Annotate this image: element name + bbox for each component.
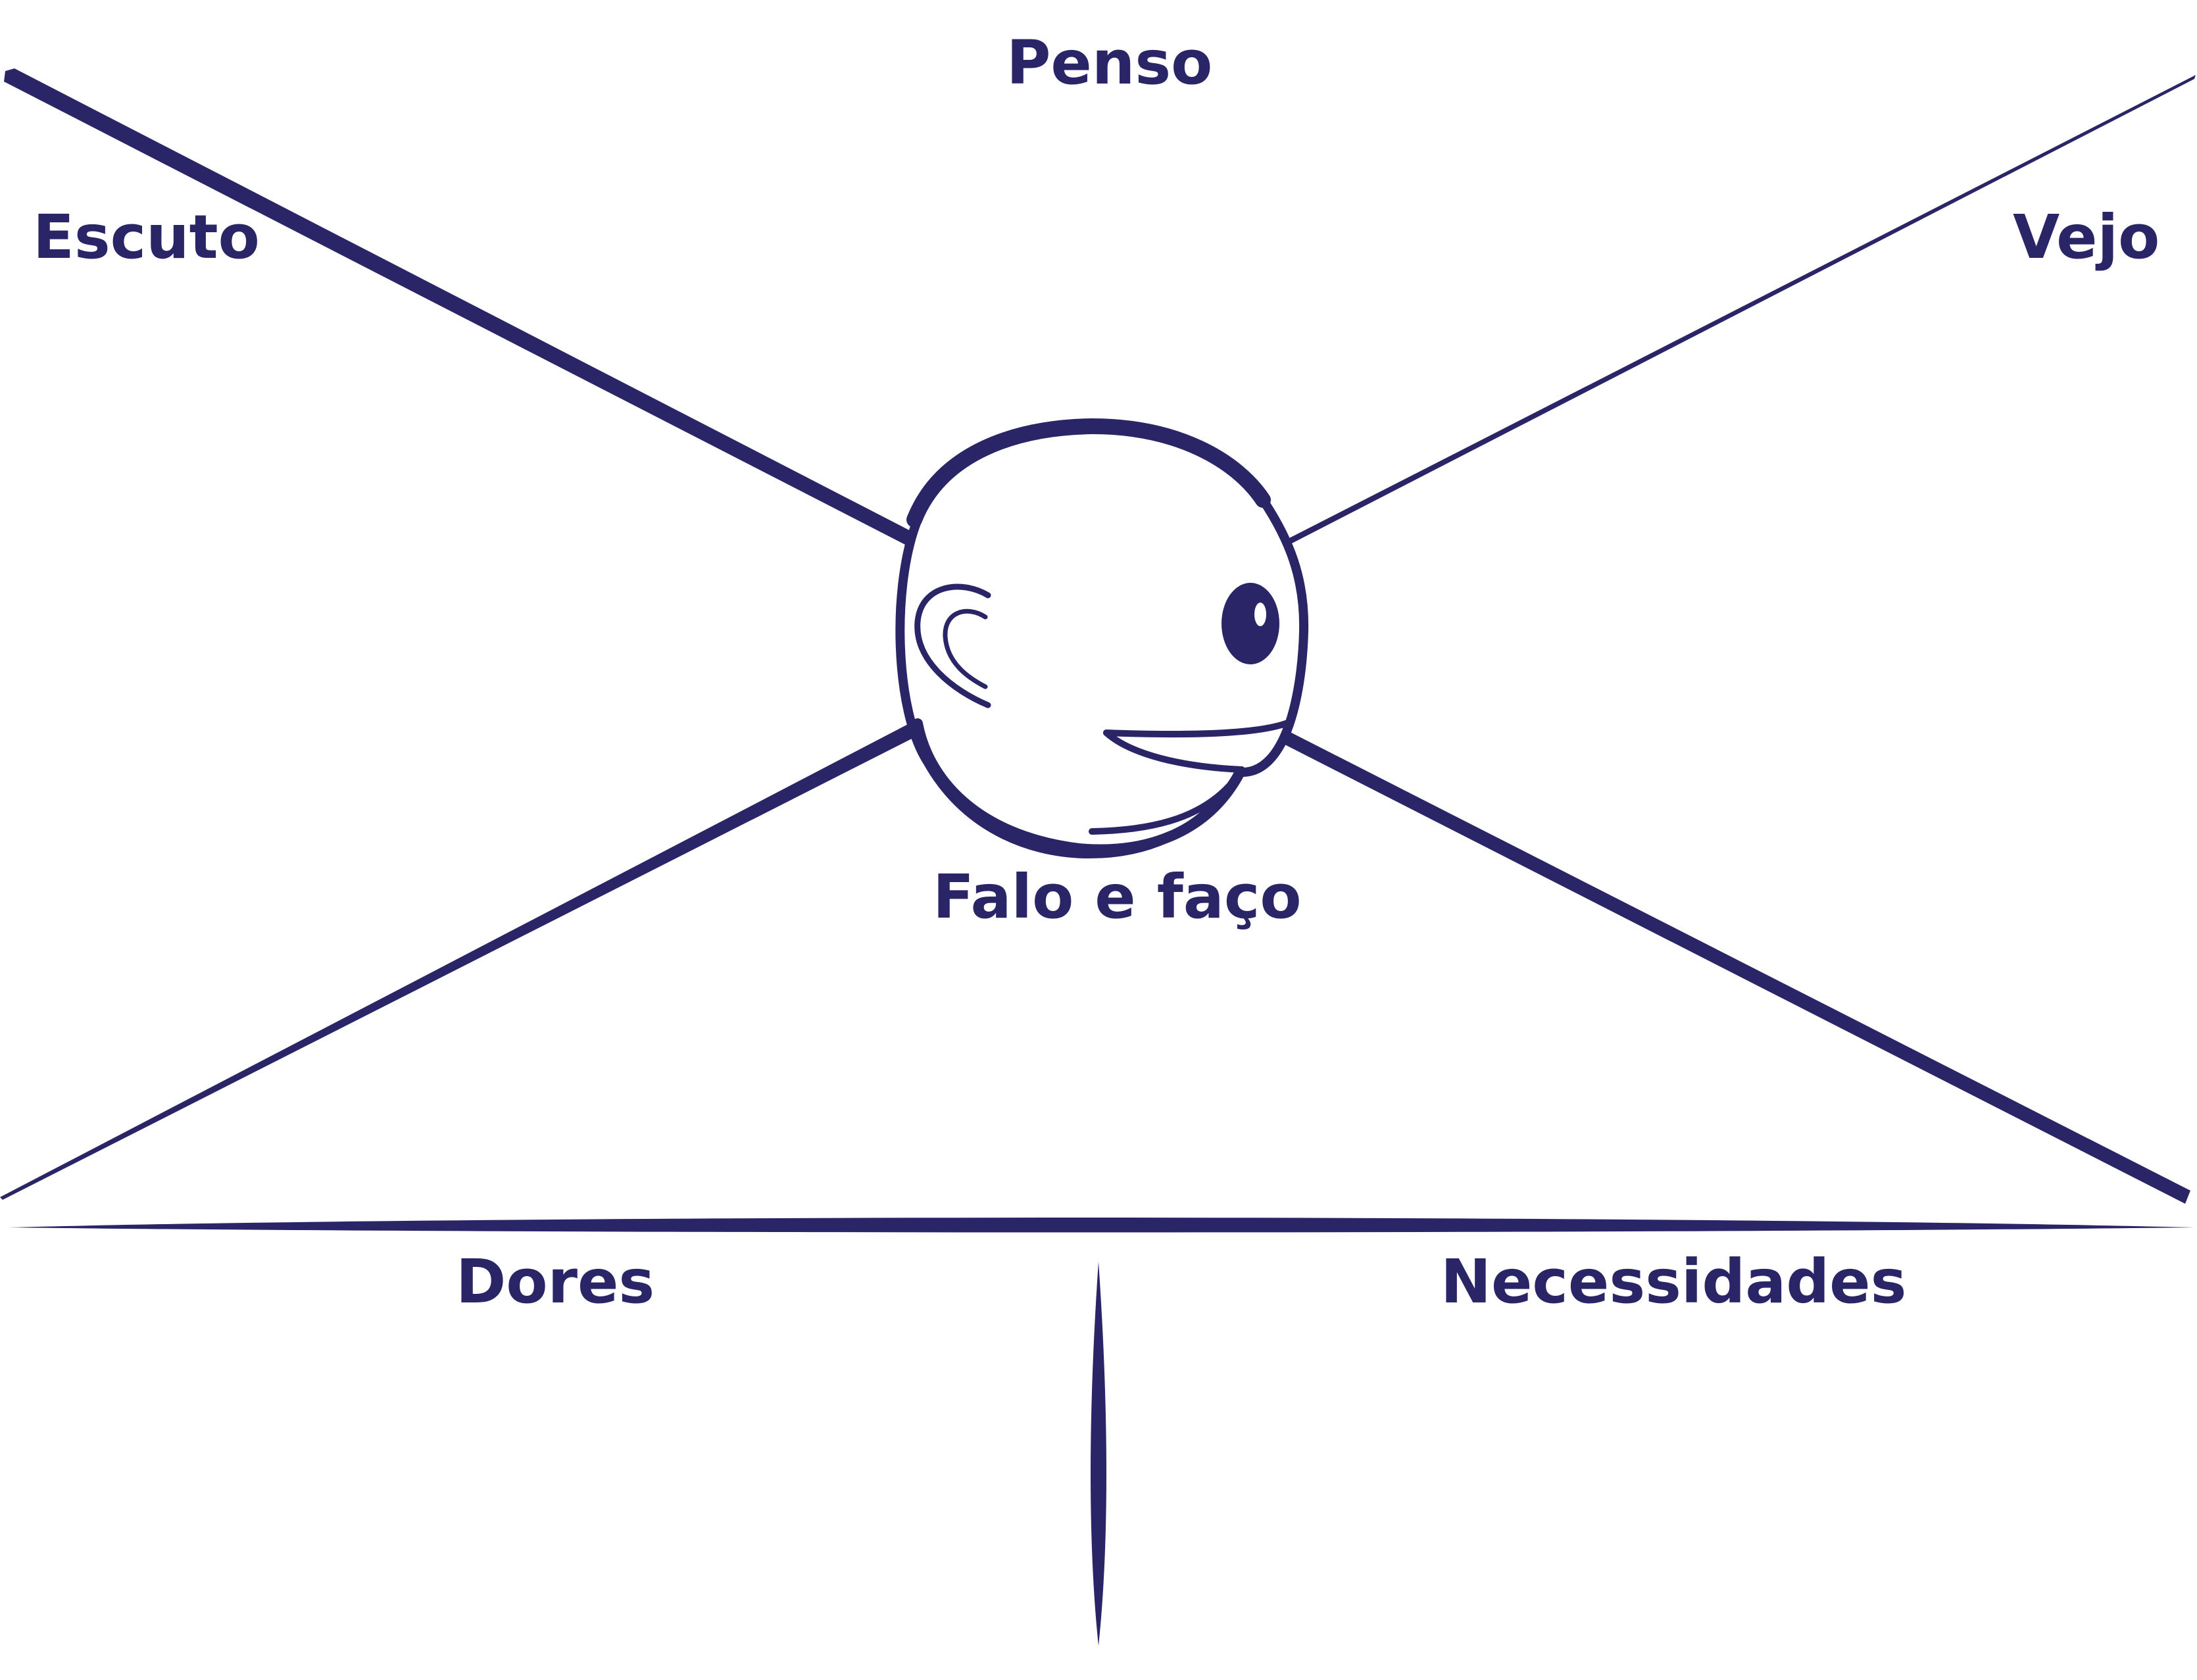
section-label-penso: Penso [1006,33,1212,93]
divider-line-lower-right [1264,722,2190,1204]
divider-line-upper-right [1289,75,2196,543]
divider-line-lower-left [0,722,918,1200]
section-label-escuto: Escuto [33,207,260,268]
section-label-vejo: Vejo [2013,207,2160,268]
section-label-necessidades: Necessidades [1441,1252,1906,1312]
horizontal-divider [8,1218,2194,1233]
head-icon [900,426,1304,854]
section-label-falo-e-faco: Falo e faço [933,867,1302,927]
vertical-divider [1091,1262,1106,1646]
eye-icon [1222,583,1279,664]
section-label-dores: Dores [456,1252,654,1312]
divider-line-upper-left [4,68,914,546]
